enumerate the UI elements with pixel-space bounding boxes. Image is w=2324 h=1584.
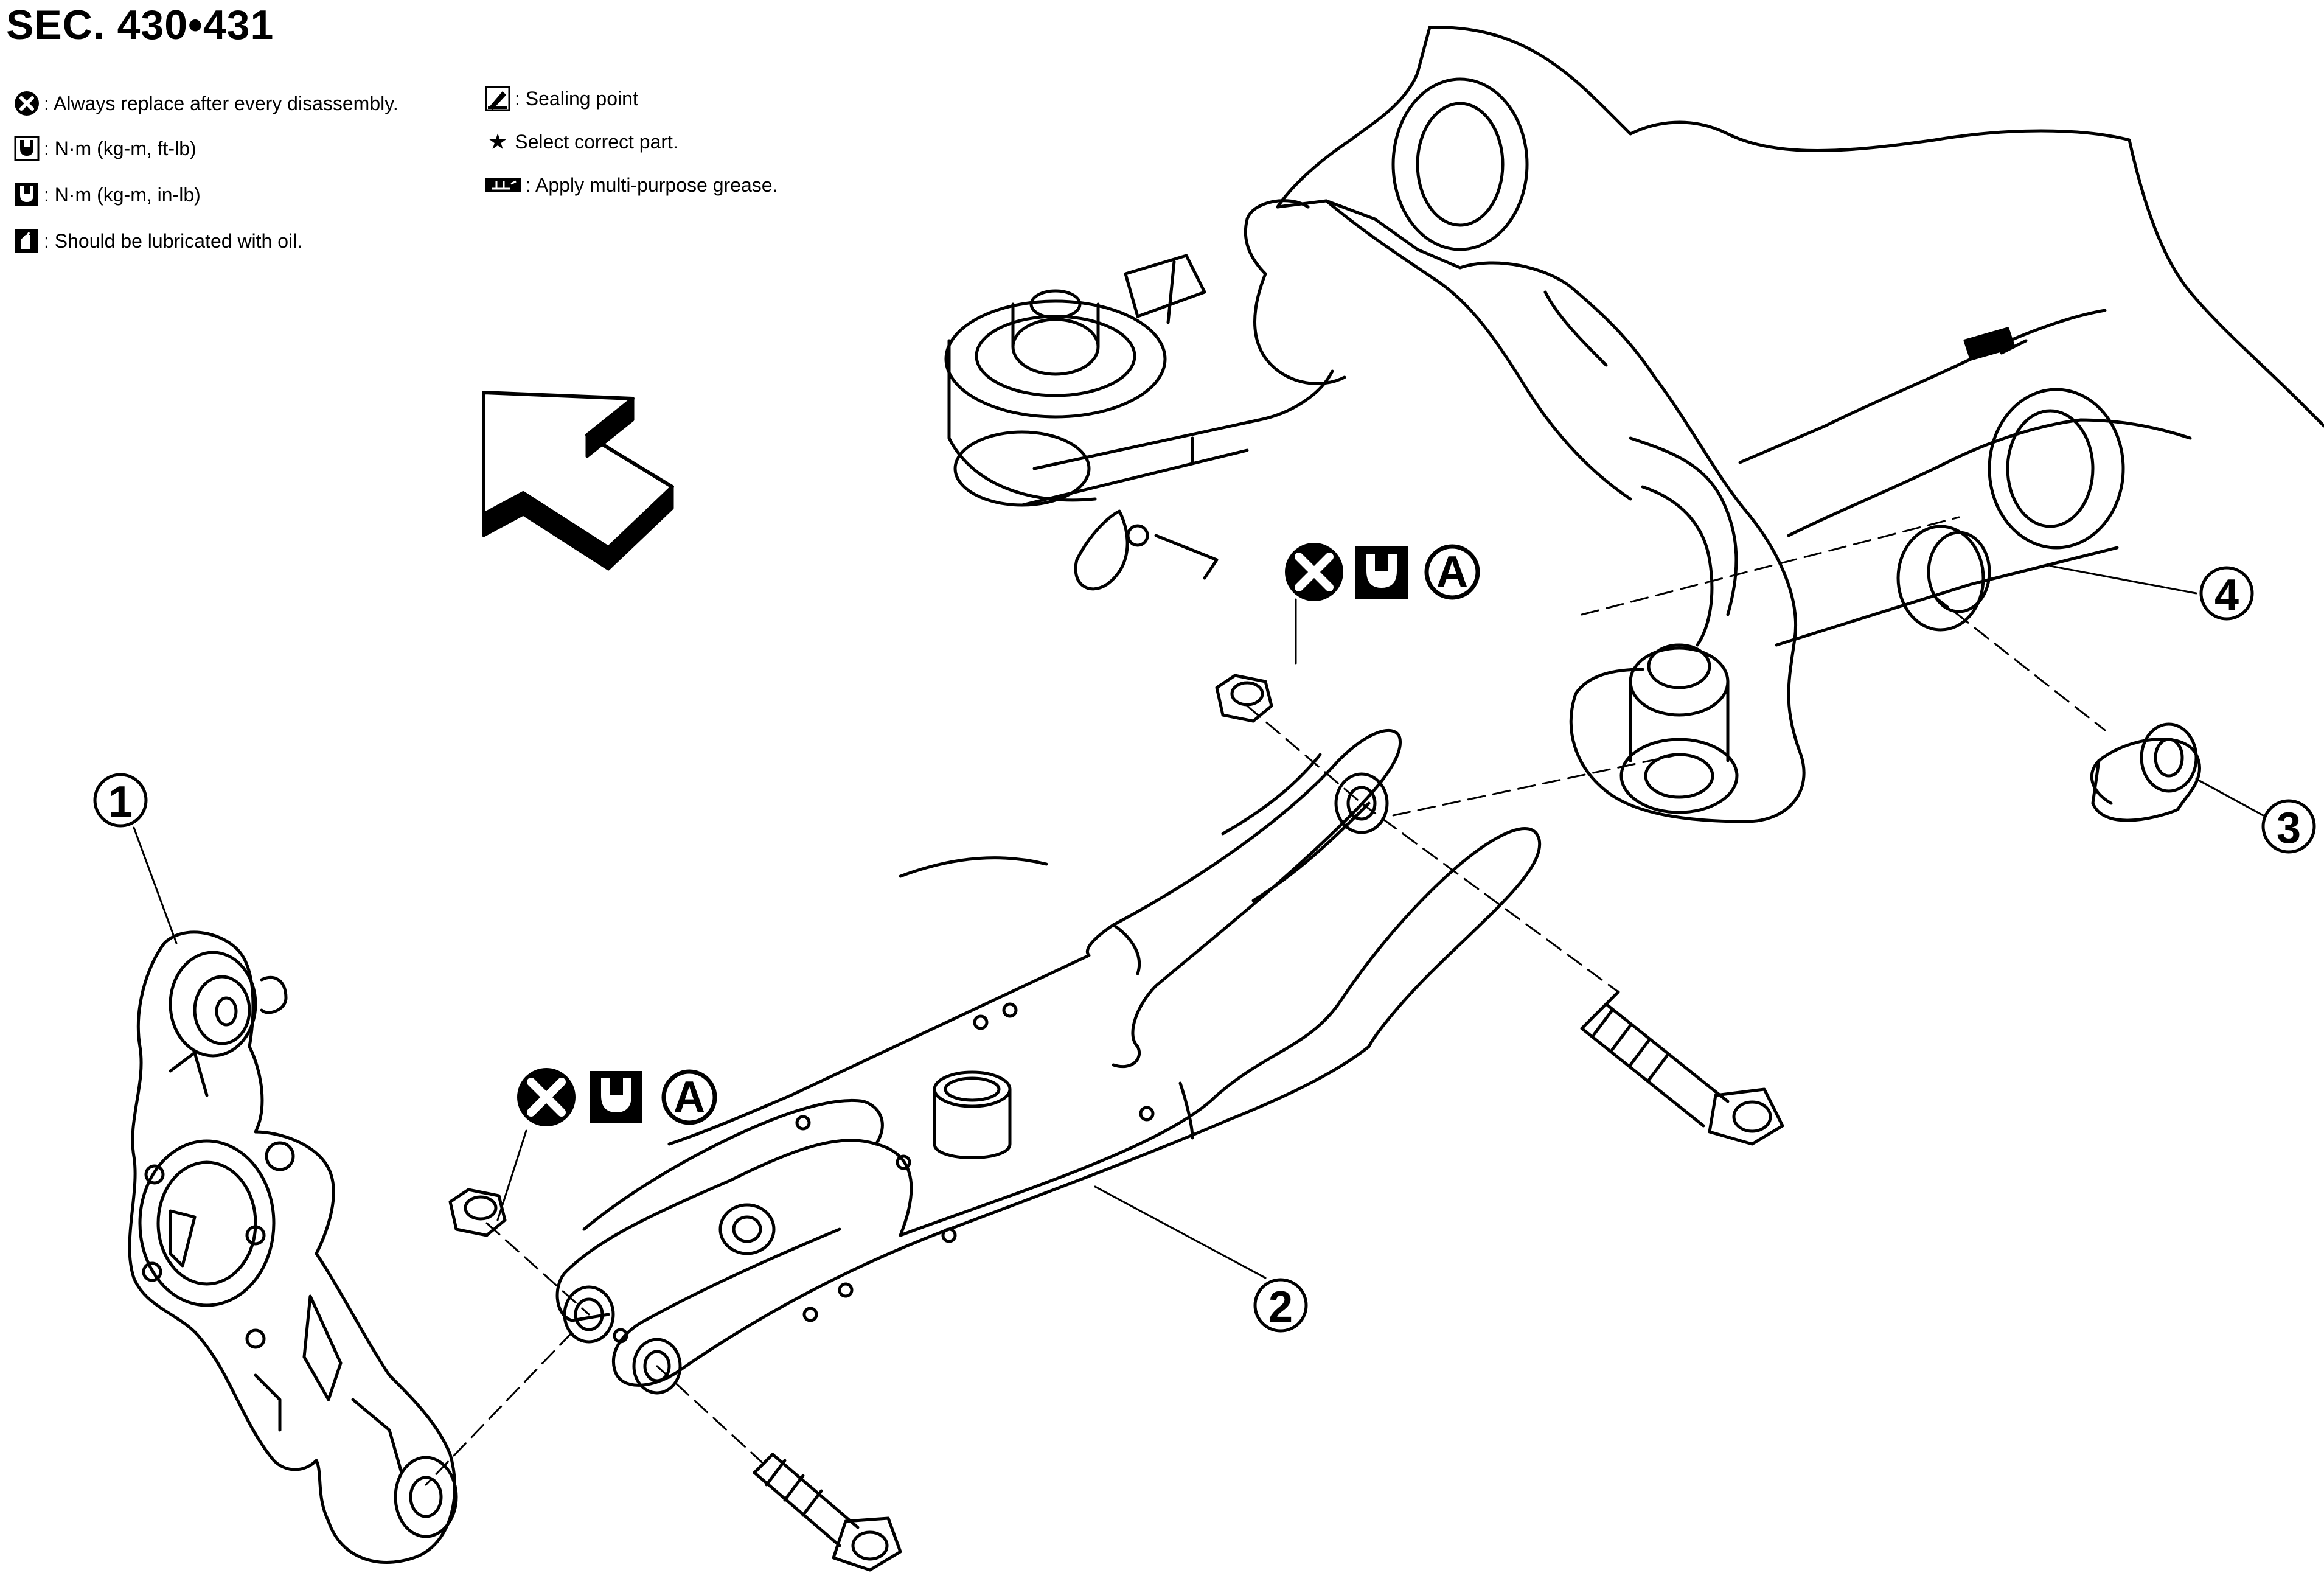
- legend-torque-small-text: : N·m (kg-m, in-lb): [44, 183, 201, 206]
- legend-torque-text: : N·m (kg-m, ft-lb): [44, 137, 197, 159]
- legend-replace: : Always replace after every disassembly…: [13, 90, 398, 117]
- legend-torque: : N·m (kg-m, ft-lb): [13, 135, 197, 162]
- replace-x-icon: [1285, 543, 1343, 601]
- torque-wrench-small-icon: [13, 181, 40, 208]
- callout-2: 2: [1253, 1278, 1308, 1333]
- torque-wrench-icon: [590, 1071, 642, 1123]
- front-direction-arrow: [482, 391, 674, 571]
- callout-1-label: 1: [108, 778, 133, 826]
- nut-lower: [448, 1188, 507, 1237]
- spec-a-badge: A: [661, 1069, 717, 1125]
- grease-icon: [484, 172, 522, 198]
- spec-a-badge: A: [1424, 544, 1480, 600]
- sealing-point-icon: [484, 85, 511, 112]
- bolt-lower: [753, 1453, 902, 1572]
- callout-4: 4: [2199, 566, 2254, 621]
- legend-torque-small: : N·m (kg-m, in-lb): [13, 181, 201, 208]
- legend-grease: : Apply multi-purpose grease.: [484, 172, 778, 198]
- bolt-upper: [1580, 990, 1784, 1146]
- legend-select-text: Select correct part.: [515, 130, 678, 153]
- page-title: SEC. 430•431: [6, 2, 274, 48]
- leader-lines: [133, 565, 2264, 1279]
- legend-sealing: : Sealing point: [484, 85, 638, 112]
- callout-3-label: 3: [2277, 804, 2301, 853]
- legend-replace-text: : Always replace after every disassembly…: [44, 92, 398, 114]
- suspension-member: [944, 26, 2324, 823]
- spec-symbols-upper: A: [1285, 543, 1480, 601]
- oil-can-icon: [13, 228, 40, 254]
- legend-sealing-text: : Sealing point: [515, 87, 638, 110]
- star-icon: ★: [488, 129, 508, 154]
- torque-wrench-icon: [1355, 546, 1408, 599]
- callout-3: 3: [2261, 799, 2316, 854]
- replace-x-icon: [517, 1068, 576, 1126]
- callout-2-label: 2: [1268, 1283, 1293, 1331]
- legend-oil: : Should be lubricated with oil.: [13, 228, 302, 254]
- legend-grease-text: : Apply multi-purpose grease.: [526, 173, 778, 196]
- nut-upper: [1215, 674, 1273, 723]
- axle-knuckle: [128, 930, 458, 1564]
- callout-4-label: 4: [2214, 571, 2239, 619]
- member-bushing: [1896, 525, 1991, 632]
- legend-select: ★ Select correct part.: [488, 129, 678, 155]
- replace-x-icon: [13, 90, 40, 117]
- spec-symbols-lower: A: [517, 1068, 717, 1126]
- torque-wrench-icon: [13, 135, 40, 162]
- assembly-centerlines: [425, 516, 2106, 1486]
- lower-link-arm: [555, 728, 1542, 1395]
- legend-oil-text: : Should be lubricated with oil.: [44, 229, 303, 252]
- spec-a-lower-label: A: [673, 1073, 705, 1122]
- bushing-part: [2090, 722, 2201, 822]
- callout-1: 1: [93, 773, 148, 828]
- spec-a-upper-label: A: [1436, 548, 1468, 596]
